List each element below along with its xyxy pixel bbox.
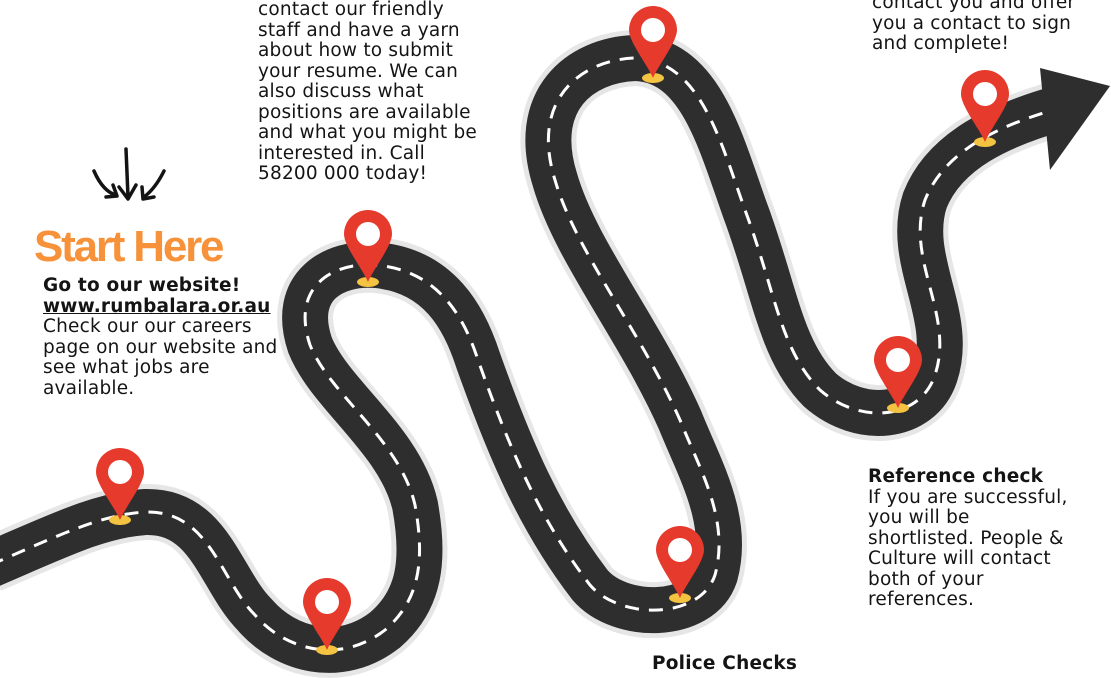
pins-group — [96, 6, 1009, 655]
start-line-4: available. — [43, 377, 135, 399]
start-text-block: Go to our website! www.rumbalara.or.au C… — [43, 275, 278, 399]
police-heading: Police Checks — [652, 653, 798, 674]
start-line-2: page on our website and — [43, 336, 278, 358]
contact-line-3: about how to submit — [258, 40, 454, 61]
start-line-1: Check our our careers — [43, 316, 252, 337]
start-heading: Go to our website! — [43, 275, 241, 296]
offer-line-1: contact you and offer — [872, 0, 1076, 13]
road-arrow-head — [1040, 68, 1110, 170]
contact-line-5: also discuss what — [258, 81, 424, 102]
contact-line-6: positions are available — [258, 101, 471, 123]
contact-line-9: 58200 000 today! — [258, 163, 428, 184]
pin-hole — [356, 222, 380, 246]
map-pin-icon — [303, 578, 351, 655]
start-line-3: see what jobs are — [43, 357, 210, 378]
map-pin-icon — [656, 526, 704, 603]
reference-line-1: If you are successful, — [868, 486, 1068, 508]
contact-line-7: and what you might be — [258, 122, 477, 143]
map-pin-icon — [629, 6, 677, 83]
map-pin-icon — [96, 448, 144, 525]
contact-line-1: contact our friendly — [258, 0, 444, 20]
pin-hole — [108, 460, 132, 484]
contact-line-4: your resume. We can — [258, 60, 459, 82]
contact-line-8: interested in. Call — [258, 142, 425, 164]
offer-line-3: and complete! — [872, 33, 1010, 54]
reference-heading: Reference check — [868, 466, 1044, 487]
lane-marking — [0, 56, 1061, 652]
pin-hole — [668, 538, 692, 562]
start-title: Start Here — [34, 222, 225, 271]
reference-line-2: you will be — [868, 507, 970, 528]
pin-hole — [973, 82, 997, 106]
map-pin-icon — [874, 336, 922, 413]
map-pin-icon — [344, 210, 392, 287]
map-pin-icon — [961, 70, 1009, 147]
reference-line-3: shortlisted. People & — [868, 527, 1064, 549]
reference-text-block: Reference check If you are successful, y… — [868, 466, 1068, 611]
contact-line-2: staff and have a yarn — [258, 19, 460, 41]
website-link[interactable]: www.rumbalara.or.au — [43, 295, 271, 317]
pin-hole — [641, 18, 665, 42]
pin-hole — [315, 590, 339, 614]
reference-line-6: references. — [868, 589, 975, 610]
reference-line-5: both of your — [868, 568, 984, 590]
police-text-block: Police Checks — [652, 653, 798, 675]
reference-line-4: Culture will contact — [868, 548, 1051, 569]
pin-hole — [886, 348, 910, 372]
offer-text-block: contact you and offer you a contact to s… — [872, 0, 1075, 55]
contact-text-block: contact our friendly staff and have a ya… — [258, 0, 477, 185]
offer-line-2: you a contact to sign — [872, 12, 1072, 34]
arrows-down-icon — [92, 147, 166, 201]
